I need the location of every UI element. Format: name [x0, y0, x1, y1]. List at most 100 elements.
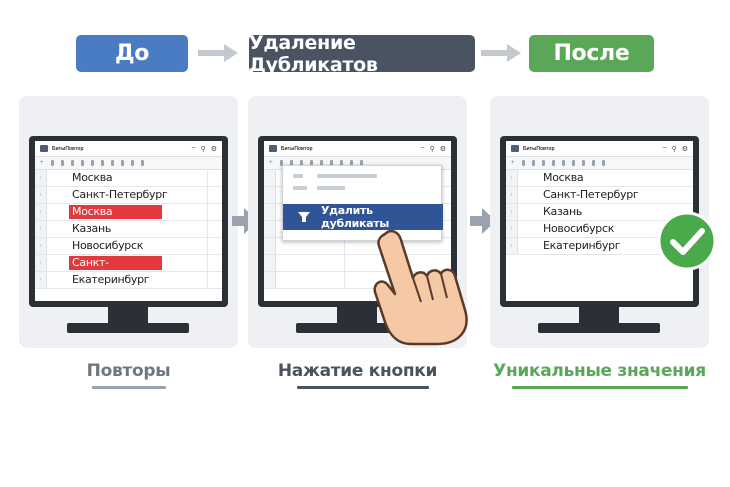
tool-icon[interactable] [140, 160, 144, 166]
window-title: БитыПовтор [523, 145, 555, 152]
tool-icon[interactable] [601, 160, 605, 166]
table-row[interactable]: ›Москва [506, 170, 693, 187]
remove-duplicates-button[interactable]: Удалить дубликаты [283, 204, 443, 230]
app-icon [40, 145, 48, 152]
table-row[interactable]: ›Екатеринбург [506, 238, 693, 255]
caption-underline [512, 386, 688, 389]
tool-icon[interactable] [80, 160, 84, 166]
arrow-right-icon [470, 208, 496, 234]
search-icon[interactable]: ⚲ [429, 145, 435, 153]
caption-underline [92, 386, 166, 389]
search-icon[interactable]: ⚲ [671, 145, 677, 153]
tool-icon[interactable] [120, 160, 124, 166]
add-icon[interactable]: + [511, 160, 515, 166]
tool-icon[interactable] [130, 160, 134, 166]
table-cell[interactable]: Казань [72, 222, 112, 235]
table-row[interactable]: ›Екатеринбург [35, 272, 222, 289]
caption-after: Уникальные значения [493, 361, 706, 381]
stage-after-label: После [529, 35, 654, 72]
tool-icon[interactable] [70, 160, 74, 166]
table-row[interactable]: ›Санкт-Петербург [35, 255, 222, 283]
app-icon [511, 145, 519, 152]
tool-icon[interactable] [50, 160, 54, 166]
tool-icon[interactable] [561, 160, 565, 166]
tool-icon[interactable] [359, 160, 363, 166]
table-row[interactable]: ›Казань [506, 204, 693, 221]
window-titlebar: БитыПовтор − ⚲ ⚙ [506, 141, 693, 157]
table-row[interactable]: ›Санкт-Петербург [506, 187, 693, 204]
toolbar-ribbon: + [35, 157, 222, 170]
monitor-base [296, 323, 418, 333]
search-icon[interactable]: ⚲ [200, 145, 206, 153]
window-title: БитыПовтор [281, 145, 313, 152]
table-cell[interactable]: Казань [543, 205, 583, 218]
tool-icon[interactable] [339, 160, 343, 166]
data-grid: ›Москва ›Санкт-Петербург ›Москва ›Казань… [35, 170, 222, 289]
tool-icon[interactable] [299, 160, 303, 166]
table-cell[interactable]: Новосибурск [543, 222, 615, 235]
table-row [264, 272, 451, 289]
tool-icon[interactable] [551, 160, 555, 166]
funnel-icon [298, 212, 310, 222]
duplicate-cell[interactable]: Москва [69, 205, 162, 219]
tool-icon[interactable] [591, 160, 595, 166]
tool-icon[interactable] [531, 160, 535, 166]
caption-middle: Нажатие кнопки [277, 361, 438, 381]
window-titlebar: БитыПовтор − ⚲ ⚙ [264, 141, 451, 157]
tool-icon[interactable] [279, 160, 283, 166]
table-cell[interactable]: Москва [543, 171, 584, 184]
stage-middle-label: Удаление Дубликатов [249, 32, 475, 76]
table-row[interactable]: ›Москва [35, 170, 222, 187]
flow-arrow-icon [481, 44, 521, 62]
minimize-icon[interactable]: − [662, 145, 667, 152]
tool-icon[interactable] [60, 160, 64, 166]
tool-icon[interactable] [100, 160, 104, 166]
minimize-icon[interactable]: − [420, 145, 425, 152]
table-row[interactable]: ›Новосибурск [35, 238, 222, 255]
tool-icon[interactable] [349, 160, 353, 166]
table-row[interactable]: ›Москва [35, 204, 222, 221]
table-cell[interactable]: Санкт-Петербург [543, 188, 639, 201]
table-cell[interactable]: Екатеринбург [543, 239, 621, 252]
duplicate-cell[interactable]: Санкт-Петербург [69, 256, 162, 283]
monitor-stand [337, 307, 377, 324]
monitor-base [538, 323, 660, 333]
caption-before: Повторы [86, 361, 171, 381]
settings-icon[interactable]: ⚙ [210, 145, 217, 153]
tool-icon[interactable] [289, 160, 293, 166]
tool-icon[interactable] [571, 160, 575, 166]
monitor-base [67, 323, 189, 333]
data-grid: ›Москва ›Санкт-Петербург ›Казань ›Новоси… [506, 170, 693, 255]
monitor-stand [579, 307, 619, 324]
pointing-hand-icon [373, 229, 468, 346]
table-cell[interactable]: Санкт-Петербург [72, 188, 168, 201]
monitor-stand [108, 307, 148, 324]
tool-icon[interactable] [110, 160, 114, 166]
add-icon[interactable]: + [269, 160, 273, 166]
tool-icon[interactable] [90, 160, 94, 166]
table-cell[interactable]: Новосибурск [72, 239, 144, 252]
table-row [264, 255, 451, 272]
table-cell[interactable]: Москва [72, 171, 113, 184]
settings-icon[interactable]: ⚙ [681, 145, 688, 153]
tool-icon[interactable] [581, 160, 585, 166]
dropdown-menu: Удалить дубликаты [282, 165, 443, 241]
app-icon [269, 145, 277, 152]
caption-underline [297, 386, 429, 389]
before-panel: БитыПовтор − ⚲ ⚙ + [19, 96, 238, 348]
tool-icon[interactable] [521, 160, 525, 166]
minimize-icon[interactable]: − [191, 145, 196, 152]
spreadsheet-window: БитыПовтор − ⚲ ⚙ + ›Москва [506, 141, 693, 301]
table-row[interactable]: ›Санкт-Петербург [35, 187, 222, 204]
toolbar-ribbon: + [506, 157, 693, 170]
add-icon[interactable]: + [40, 160, 44, 166]
table-row[interactable]: ›Казань [35, 221, 222, 238]
tool-icon[interactable] [541, 160, 545, 166]
table-cell[interactable]: Екатеринбург [72, 273, 150, 286]
settings-icon[interactable]: ⚙ [439, 145, 446, 153]
table-row[interactable]: ›Новосибурск [506, 221, 693, 238]
tool-icon[interactable] [309, 160, 313, 166]
tool-icon[interactable] [329, 160, 333, 166]
spreadsheet-window: БитыПовтор − ⚲ ⚙ + [35, 141, 222, 301]
tool-icon[interactable] [319, 160, 323, 166]
